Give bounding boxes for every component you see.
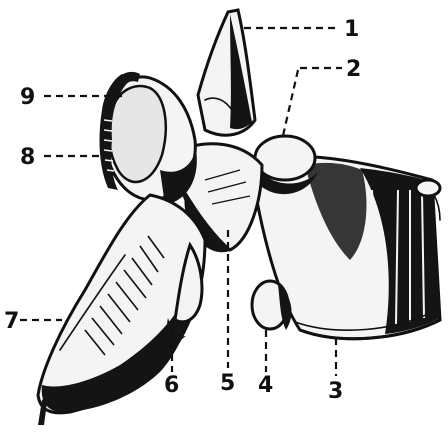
svg-text:1: 1 (344, 17, 359, 42)
label-2: 2 (282, 57, 361, 140)
transverse-process (100, 72, 197, 205)
svg-text:9: 9 (20, 85, 35, 110)
label-3: 3 (328, 338, 343, 404)
svg-text:6: 6 (164, 373, 179, 398)
svg-text:2: 2 (346, 57, 361, 82)
svg-text:8: 8 (20, 145, 35, 170)
svg-text:5: 5 (220, 371, 235, 396)
label-7: 7 (4, 309, 62, 334)
label-4: 4 (258, 330, 273, 398)
label-5: 5 (220, 230, 235, 396)
transverse-costal-facet (109, 86, 166, 182)
svg-text:4: 4 (258, 373, 273, 398)
svg-text:7: 7 (4, 309, 19, 334)
label-1: 1 (244, 17, 359, 42)
svg-text:3: 3 (328, 379, 343, 404)
label-8: 8 (20, 145, 106, 170)
